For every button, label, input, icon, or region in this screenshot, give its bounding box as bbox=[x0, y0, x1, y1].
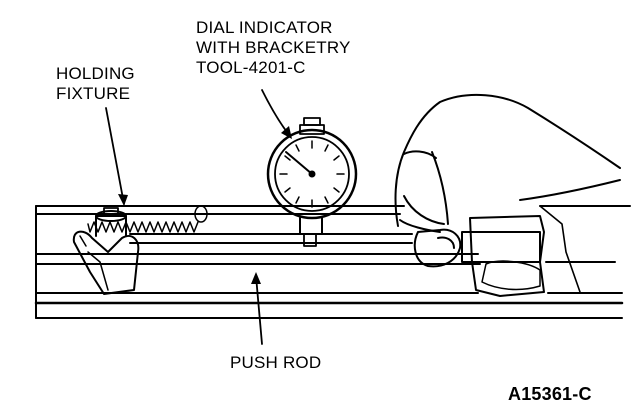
spring bbox=[87, 205, 208, 233]
rocker-clamp bbox=[72, 207, 140, 295]
push-rod-label: PUSH ROD bbox=[230, 353, 322, 372]
holding-fixture-label-line-2: FIXTURE bbox=[56, 84, 131, 103]
dial-indicator-label-line-1: DIAL INDICATOR bbox=[196, 18, 333, 37]
hand bbox=[394, 93, 621, 268]
dial-indicator-label: DIAL INDICATOR WITH BRACKETRY TOOL-4201-… bbox=[196, 18, 351, 78]
figure-id-label: A15361-C bbox=[508, 384, 592, 404]
holding-fixture-label: HOLDING FIXTURE bbox=[56, 64, 135, 104]
callout-leaders bbox=[105, 89, 291, 345]
fixture-end-block bbox=[461, 215, 545, 297]
dial-scale-ticks bbox=[279, 140, 345, 208]
push-rod bbox=[129, 233, 413, 244]
dial-indicator-label-line-3: TOOL-4201-C bbox=[196, 58, 306, 77]
holding-fixture-label-line-1: HOLDING bbox=[56, 64, 135, 83]
dial-indicator-label-line-2: WITH BRACKETRY bbox=[196, 38, 351, 57]
dial-indicator bbox=[266, 117, 358, 247]
leader-arrowheads bbox=[118, 126, 292, 284]
